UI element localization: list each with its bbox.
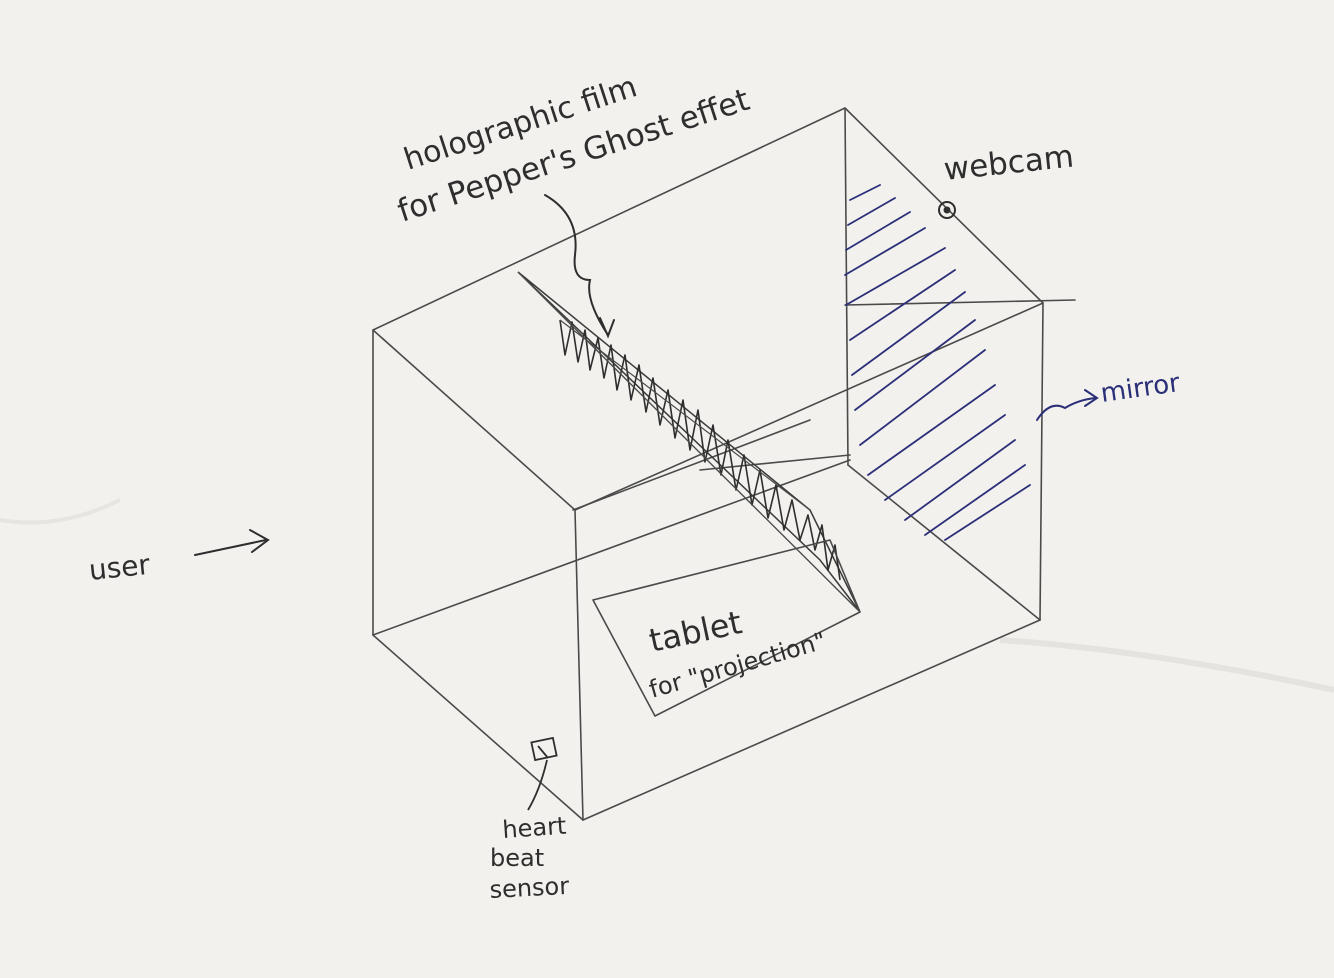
circle-dot-icon [938, 201, 956, 219]
film-zigzag [559, 319, 841, 581]
mirror-arrow [1036, 389, 1099, 421]
sensor-pointer-line [527, 759, 548, 811]
paper-crease [999, 637, 1334, 693]
square-sensor-icon [530, 736, 558, 762]
heart-beat-label-line3: sensor [489, 872, 570, 904]
box-outline [372, 107, 1076, 821]
paper-crease [0, 498, 121, 525]
user-label: user [87, 548, 152, 587]
tablet-outline [592, 539, 861, 717]
mirror-hatching [844, 184, 1031, 541]
heart-beat-label-line1: heart [501, 812, 567, 844]
user-arrow [194, 529, 270, 556]
film-pointer-arrow [544, 194, 615, 339]
heart-beat-label-line2: beat [490, 844, 544, 872]
